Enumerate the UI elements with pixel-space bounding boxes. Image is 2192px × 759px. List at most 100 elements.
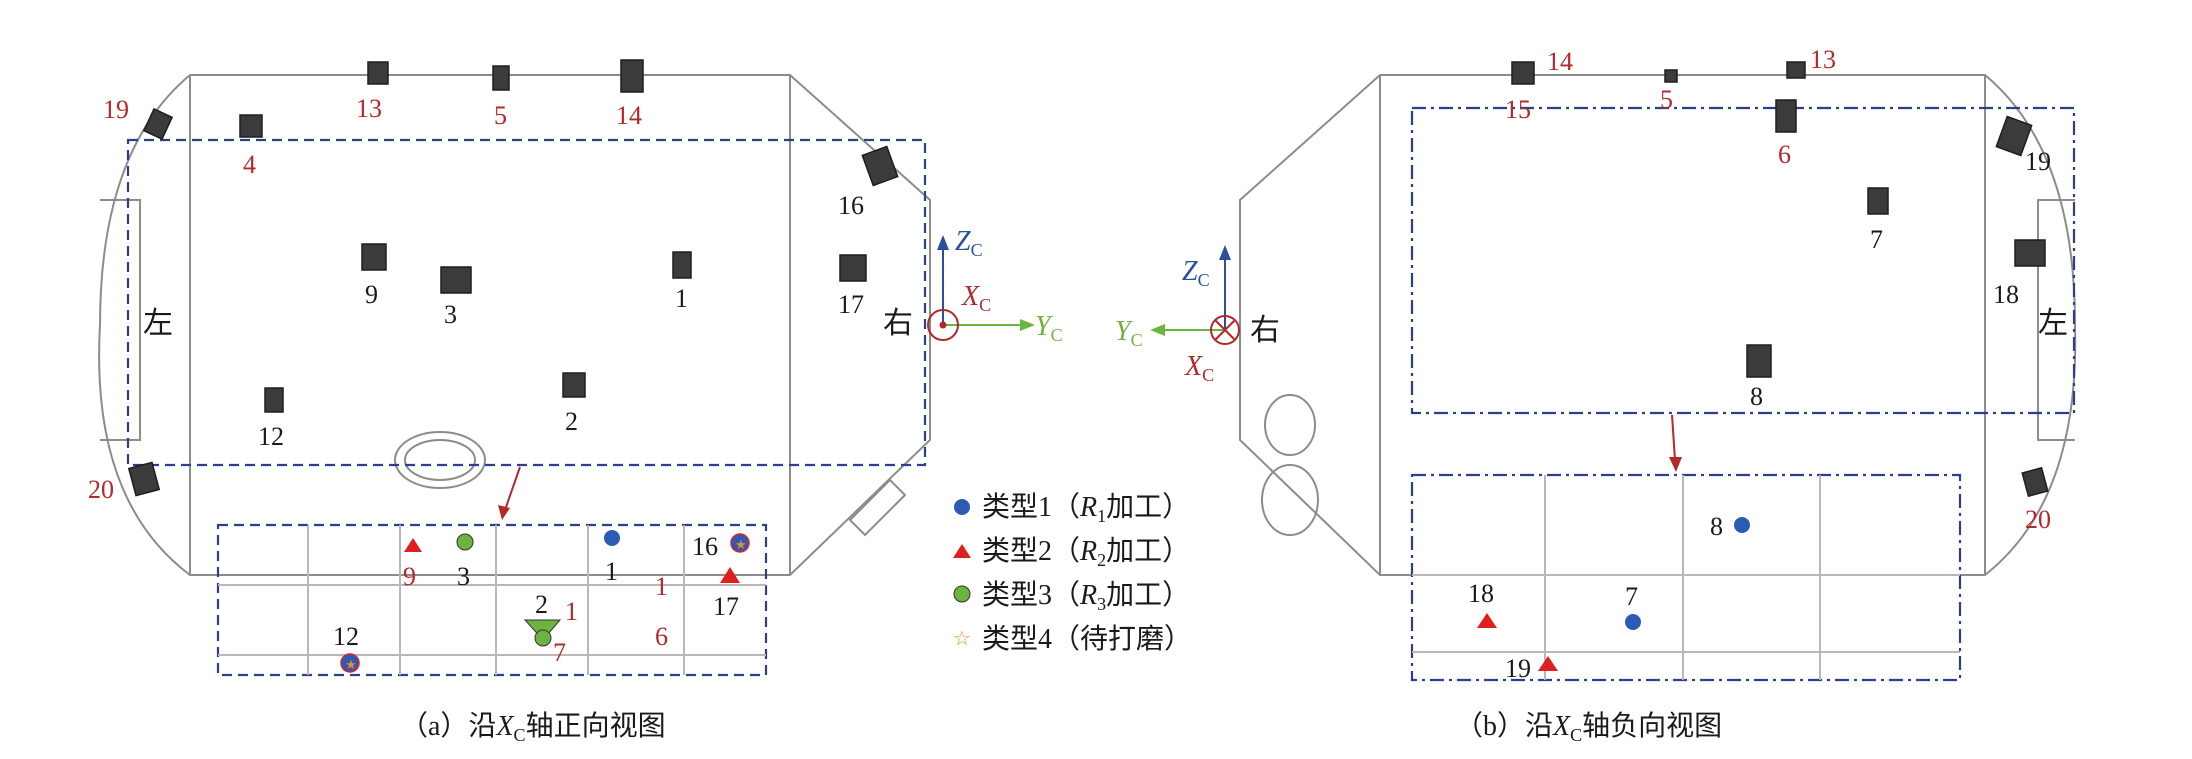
label-b-8: 8 — [1750, 382, 1763, 411]
panel-a-cabin-outline — [98, 74, 931, 576]
inset-b-label-7: 7 — [1625, 582, 1638, 611]
panel-a-left-label: 左 — [143, 307, 173, 340]
label-12: 12 — [258, 422, 284, 451]
inset-a-marker-12 — [340, 653, 360, 673]
inset-a-label-17: 17 — [713, 592, 739, 621]
part-b-19-icon — [1995, 115, 2033, 157]
part-16-icon — [861, 145, 899, 187]
part-19-icon — [142, 107, 174, 141]
inset-a-label-12: 12 — [333, 622, 359, 651]
label-19: 19 — [103, 95, 129, 124]
panel-b-right-label: 右 — [1250, 314, 1280, 347]
panel-b-inset-grid: 8 18 7 19 — [1410, 473, 1962, 683]
label-b-18: 18 — [1993, 280, 2019, 309]
legend-type3-text: 类型3（R3加工） — [982, 579, 1190, 614]
part-5-icon — [492, 65, 510, 91]
label-2: 2 — [565, 407, 578, 436]
label-b-5: 5 — [1660, 85, 1673, 114]
panel-b-axis-y: YC — [1115, 316, 1143, 350]
panel-a-caption: （a）沿XC轴正向视图 — [400, 710, 666, 745]
panel-b-cabin-outline — [1239, 74, 2077, 576]
inset-a-label-16: 16 — [692, 532, 718, 561]
part-12-icon — [264, 387, 284, 413]
inset-b-marker-19 — [1538, 656, 1558, 671]
inset-a-marker-16 — [730, 533, 750, 553]
panel-a-lower-right-port — [848, 478, 907, 537]
inset-b-label-18: 18 — [1468, 579, 1494, 608]
panel-b-right-hatch — [2037, 199, 2075, 441]
part-b-14-icon — [1511, 61, 1535, 85]
inset-a-label-2: 2 — [535, 590, 548, 619]
part-9-icon — [361, 243, 387, 271]
inset-a-marker-1 — [604, 530, 620, 546]
label-9: 9 — [365, 280, 378, 309]
panel-a-inset-grid: ★ ★ 9 3 1 16 17 12 2 7 1 1 6 — [216, 523, 768, 677]
inset-a-label-1-red-2: 1 — [655, 572, 668, 601]
inset-a-marker-17 — [720, 567, 740, 583]
legend-type4-text: 类型4（待打磨） — [982, 623, 1192, 655]
part-b-7-icon — [1867, 187, 1889, 215]
legend-marker-type4: ☆ — [953, 628, 971, 650]
panel-b-port-upper — [1264, 394, 1316, 456]
label-b-13: 13 — [1810, 45, 1836, 74]
panel-a: 19 4 13 5 14 16 17 9 3 1 12 2 20 左 右 ZC … — [88, 59, 1063, 745]
panel-a-inset-box — [216, 523, 768, 677]
panel-a-axis-y: YC — [1035, 311, 1063, 345]
inset-b-label-8: 8 — [1710, 512, 1723, 541]
part-2-icon — [562, 372, 586, 398]
label-b-19: 19 — [2025, 147, 2051, 176]
panel-b: 14 15 5 13 6 19 7 18 8 20 左 右 ZC XC YC — [1115, 45, 2077, 745]
panel-b-caption: （b）沿XC轴负向视图 — [1455, 710, 1722, 745]
inset-b-marker-18 — [1477, 613, 1497, 628]
panel-b-left-label: 左 — [2038, 307, 2068, 340]
part-3-icon — [440, 266, 472, 294]
label-3: 3 — [444, 300, 457, 329]
inset-a-marker-7 — [534, 629, 552, 647]
panel-a-bottom-port — [394, 431, 486, 489]
label-b-15: 15 — [1505, 95, 1531, 124]
label-16: 16 — [838, 191, 864, 220]
inset-a-label-6: 6 — [655, 622, 668, 651]
inset-b-marker-8 — [1734, 517, 1750, 533]
label-1: 1 — [675, 284, 688, 313]
inset-a-marker-3 — [456, 533, 474, 551]
panel-b-inset-box — [1410, 473, 1962, 682]
panel-b-inset-arrow — [1671, 414, 1676, 461]
part-b-8-icon — [1746, 344, 1772, 378]
panel-b-port-lower — [1261, 464, 1319, 536]
panel-a-region-box — [126, 138, 927, 467]
legend-marker-type3 — [953, 585, 971, 603]
panel-a-inset-arrow — [504, 466, 521, 511]
inset-a-label-1-red: 1 — [565, 597, 578, 626]
label-20: 20 — [88, 475, 114, 504]
panel-a-axes: ZC XC YC — [927, 226, 1063, 345]
panel-a-right-label: 右 — [883, 307, 913, 340]
panel-a-left-hatch — [100, 199, 141, 441]
part-4-icon — [239, 114, 263, 138]
part-13-icon — [367, 61, 389, 85]
panel-b-axis-x: XC — [1184, 351, 1214, 385]
inset-b-label-19: 19 — [1505, 654, 1531, 683]
inset-a-label-1: 1 — [605, 557, 618, 586]
part-b-5-icon — [1664, 69, 1678, 83]
part-b-13-icon — [1786, 61, 1806, 79]
part-17-icon — [839, 254, 867, 282]
label-14: 14 — [616, 101, 642, 130]
inset-b-marker-7 — [1625, 614, 1641, 630]
svg-text:★: ★ — [735, 537, 747, 552]
part-b-6-icon — [1775, 99, 1797, 133]
inset-a-label-9: 9 — [403, 562, 416, 591]
label-b-6: 6 — [1778, 140, 1791, 169]
part-b-18-icon — [2014, 239, 2046, 267]
label-b-7: 7 — [1870, 225, 1883, 254]
inset-a-label-3: 3 — [457, 562, 470, 591]
part-b-20-icon — [2021, 466, 2049, 498]
part-20-icon — [127, 461, 161, 497]
inset-a-label-7: 7 — [553, 638, 566, 667]
label-b-14: 14 — [1547, 47, 1573, 76]
label-13: 13 — [356, 94, 382, 123]
panel-a-bottom-port-inner — [404, 439, 476, 481]
inset-a-marker-9 — [404, 538, 422, 552]
legend-type1-text: 类型1（R1加工） — [982, 491, 1190, 526]
label-4: 4 — [243, 150, 256, 179]
